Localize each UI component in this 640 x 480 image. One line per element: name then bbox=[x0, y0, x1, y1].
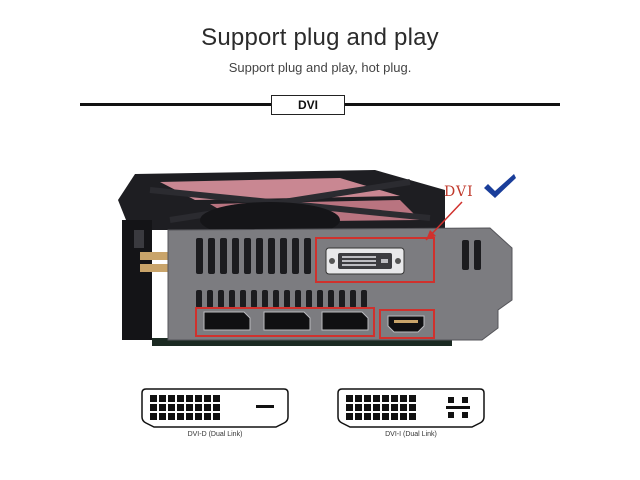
page-subtitle: Support plug and play, hot plug. bbox=[228, 60, 412, 75]
dvi-i-caption: DVI-I (Dual Link) bbox=[385, 431, 437, 438]
dvi-highlight bbox=[315, 237, 435, 283]
dvi-d-caption: DVI-D (Dual Link) bbox=[187, 431, 243, 438]
dvi-callout-label: DVI bbox=[444, 184, 474, 200]
displayport-ports bbox=[203, 311, 369, 331]
io-bracket bbox=[167, 227, 513, 341]
dvi-d-connector-icon bbox=[141, 388, 289, 428]
displayport-highlight bbox=[195, 307, 375, 337]
checkmark-icon bbox=[484, 174, 516, 198]
page-title: Support plug and play bbox=[201, 24, 439, 51]
hdmi-port bbox=[387, 315, 425, 333]
graphics-card-icon bbox=[118, 170, 513, 346]
hdmi-highlight bbox=[379, 309, 435, 339]
dvi-i-connector-icon bbox=[337, 388, 485, 428]
section-badge: DVI bbox=[271, 95, 345, 115]
dvi-port bbox=[325, 247, 405, 275]
